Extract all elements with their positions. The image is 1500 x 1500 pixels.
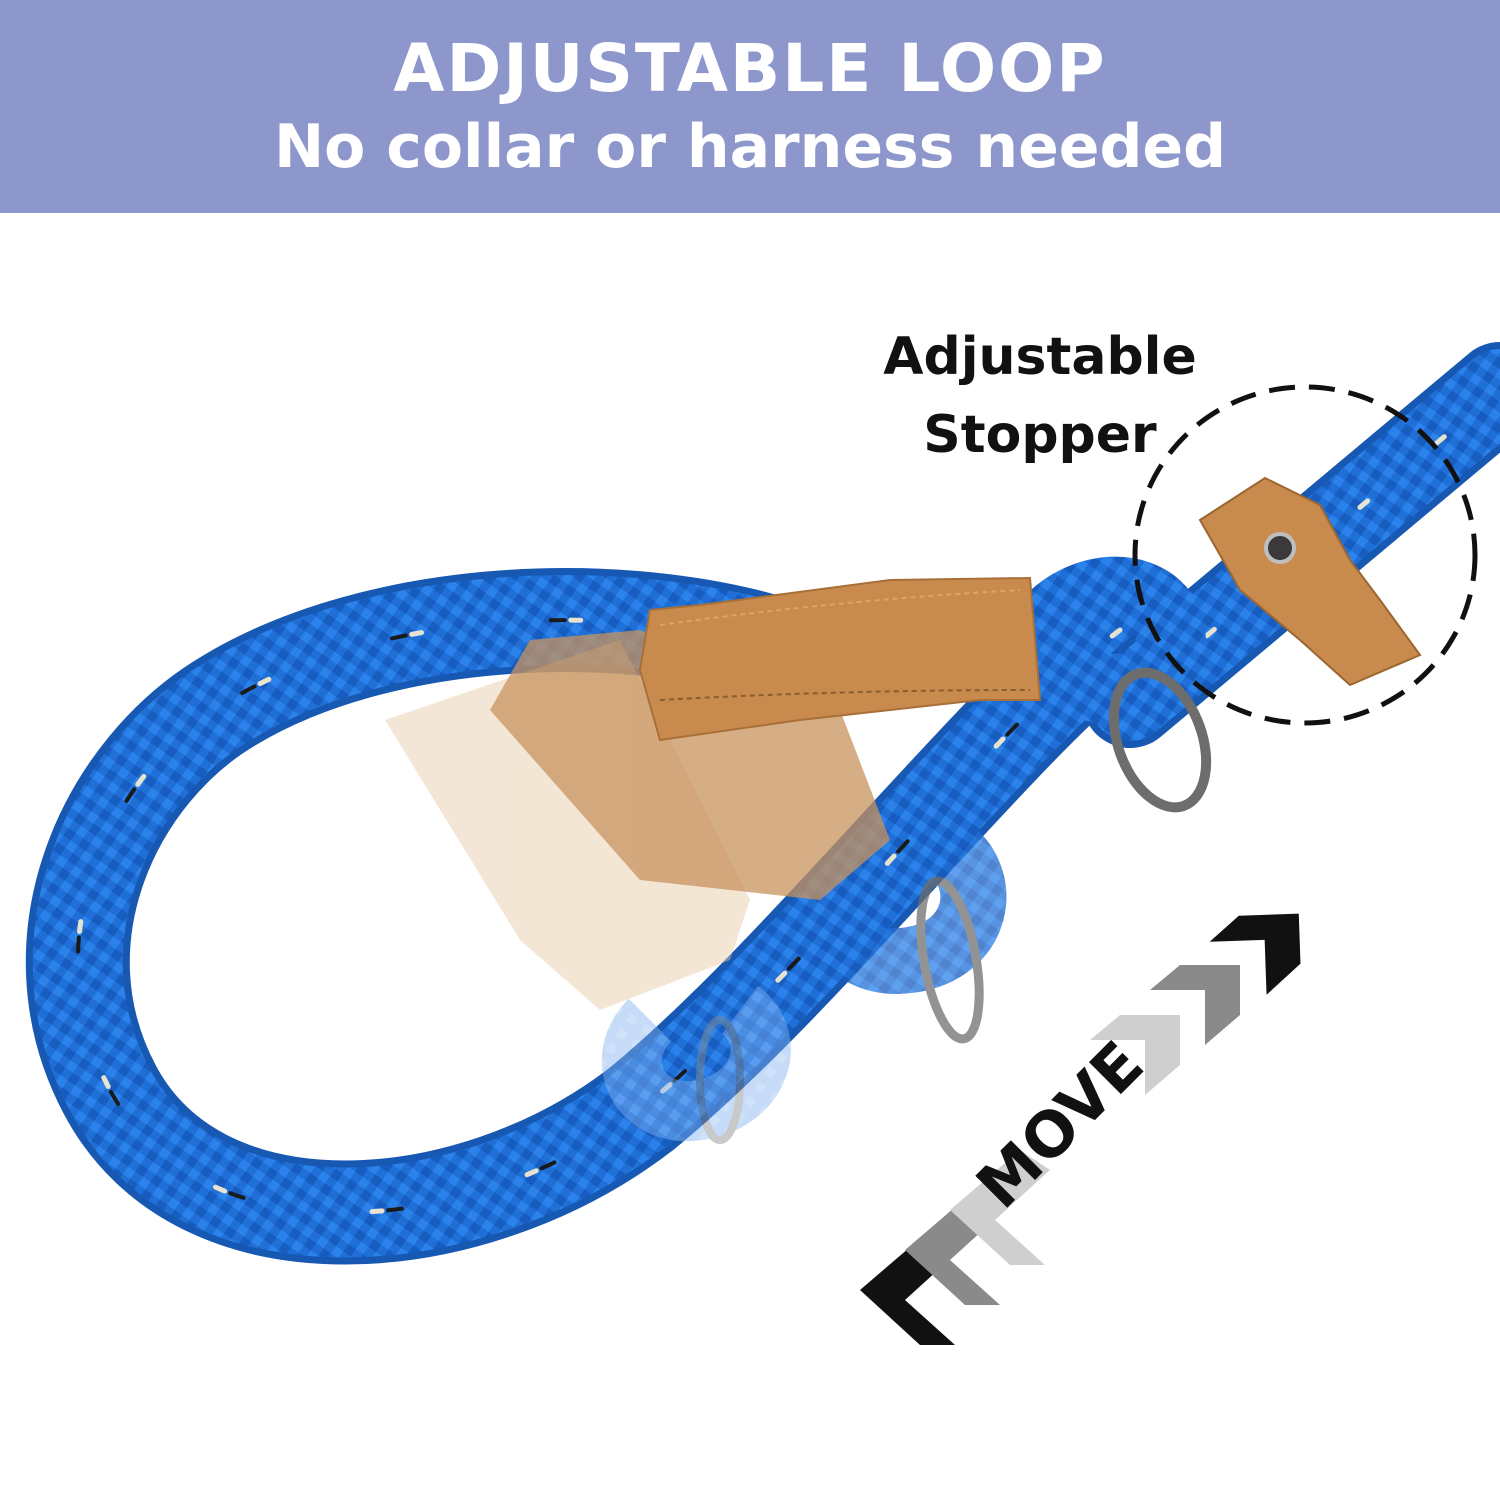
metal-ring-icon [1108,667,1212,813]
chevrons-down-left-icon [860,1150,1050,1345]
banner-title: ADJUSTABLE LOOP [393,30,1107,107]
callout-line-2: Stopper [923,405,1157,465]
callout-line-1: Adjustable [883,327,1197,387]
stopper-highlight-circle [1132,384,1478,726]
ring-knot [1015,556,1212,813]
leather-stopper [638,576,1042,742]
move-label: MOVE [962,1027,1157,1222]
adjustable-stopper-leather [1198,476,1422,687]
banner-subtitle: No collar or harness needed [273,112,1227,182]
adjustable-stopper-callout: Adjustable Stopper [880,318,1200,474]
headline-banner: ADJUSTABLE LOOP No collar or harness nee… [0,0,1500,213]
snap-button-icon [1264,532,1296,564]
chevrons-up-right-icon [1090,913,1301,1095]
